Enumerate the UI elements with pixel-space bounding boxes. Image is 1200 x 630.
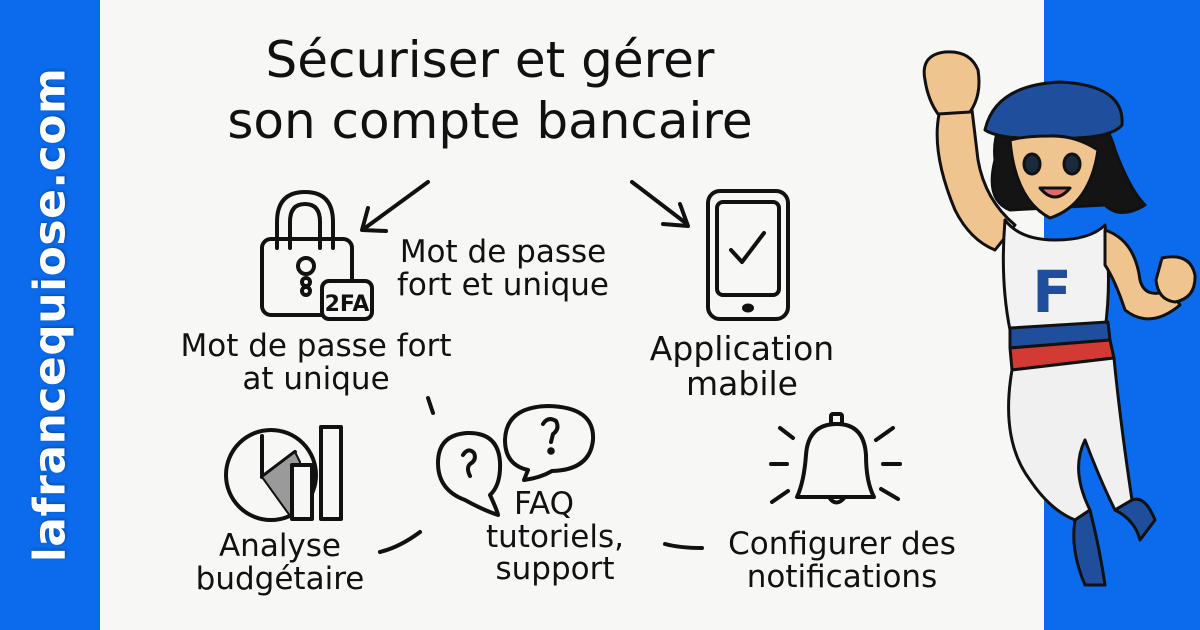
label-faq-support: FAQ tutoriels, support <box>486 486 624 588</box>
2fa-badge-label: 2FA <box>325 292 370 317</box>
left-brand-bar: lafrancequiose.com <box>0 0 100 630</box>
label-budget-analysis: Analyse budgétaire <box>195 528 365 597</box>
arrow-left-icon <box>360 180 430 233</box>
label-password-duplicate: Mot de passe fort at unique <box>180 328 452 397</box>
diagram-canvas <box>100 0 1044 630</box>
shirt-letter: F <box>1032 258 1072 326</box>
connector-lines-icon <box>378 396 704 554</box>
label-notifications: Configurer des notifications <box>728 526 956 595</box>
raised-arm <box>935 108 1017 252</box>
padlock-icon <box>260 190 354 317</box>
beret <box>983 80 1124 140</box>
ringing-bell-icon <box>769 412 902 505</box>
right-boot <box>1113 497 1157 542</box>
2fa-badge-icon <box>320 279 374 321</box>
diagram-title: Sécuriser et gérer son compte bancaire <box>227 31 753 150</box>
question-bubbles-icon <box>436 404 596 517</box>
pants <box>1007 356 1134 522</box>
left-boot <box>1072 508 1107 587</box>
mascot-illustration: F <box>922 50 1197 587</box>
label-password-strong: Mot de passe fort et unique <box>396 234 610 303</box>
arrow-right-icon <box>630 180 690 228</box>
side-fist <box>1154 255 1197 304</box>
pie-bar-chart-icon <box>224 425 343 522</box>
raised-fist <box>922 50 981 116</box>
smartphone-icon <box>706 189 790 321</box>
label-mobile-app: Application mabile <box>649 329 835 403</box>
